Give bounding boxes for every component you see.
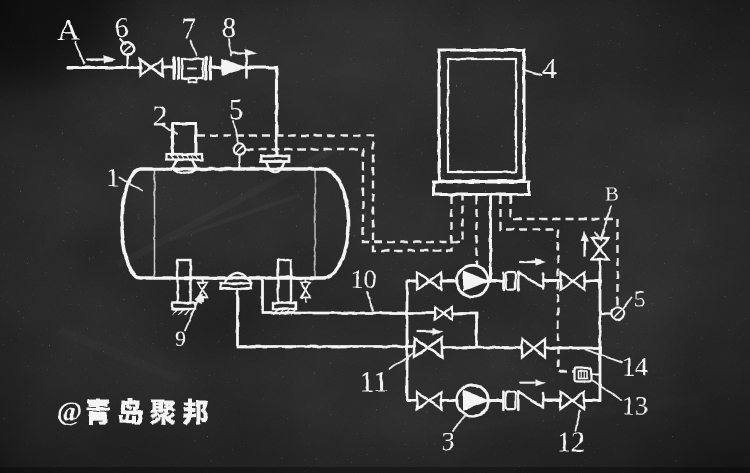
svg-text:A: A — [57, 12, 80, 47]
svg-text:11: 11 — [360, 366, 389, 399]
svg-text:2: 2 — [153, 100, 168, 133]
svg-text:9: 9 — [175, 326, 186, 351]
svg-text:1: 1 — [106, 163, 120, 193]
svg-text:5: 5 — [634, 287, 646, 312]
svg-text:10: 10 — [351, 265, 377, 294]
svg-text:5: 5 — [229, 95, 243, 126]
svg-text:14: 14 — [622, 353, 648, 382]
svg-text:12: 12 — [557, 428, 585, 459]
svg-text:13: 13 — [622, 392, 648, 421]
svg-text:4: 4 — [542, 53, 557, 85]
svg-text:6: 6 — [115, 13, 129, 44]
svg-text:7: 7 — [182, 12, 197, 45]
svg-text:B: B — [605, 184, 619, 206]
svg-text:8: 8 — [222, 12, 237, 44]
svg-text:3: 3 — [442, 427, 455, 456]
svg-text:@: @ — [57, 397, 82, 427]
